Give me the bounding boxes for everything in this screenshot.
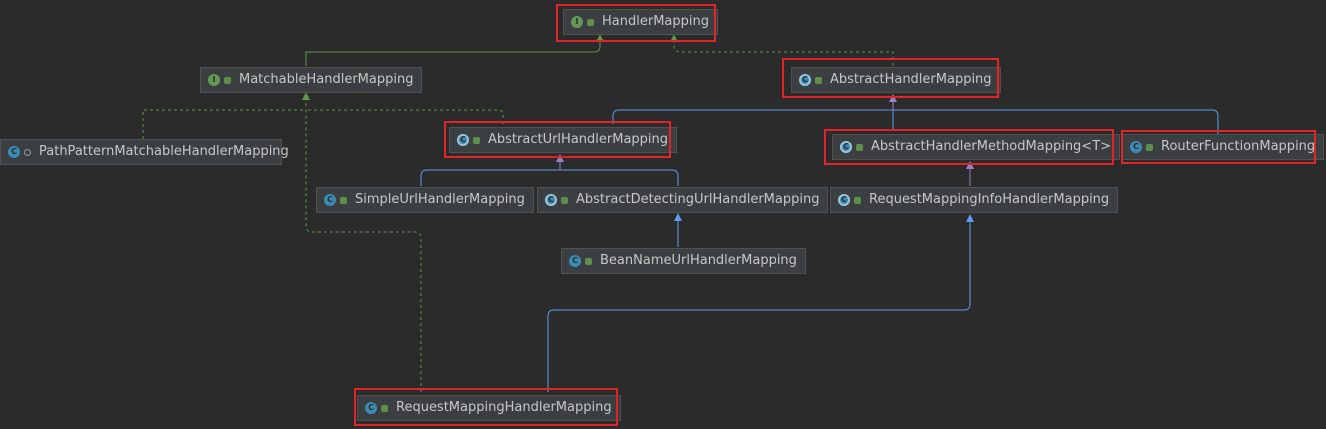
class-icon: C [569, 255, 581, 267]
node-abstract-detecting-url-handler-mapping[interactable]: C AbstractDetectingUrlHandlerMapping [537, 187, 829, 213]
node-label: RequestMappingInfoHandlerMapping [869, 192, 1110, 207]
node-abstract-handler-mapping[interactable]: C AbstractHandlerMapping [791, 67, 1001, 93]
abstract-class-icon: C [457, 134, 469, 146]
node-router-function-mapping[interactable]: C RouterFunctionMapping [1122, 134, 1325, 160]
node-label: AbstractHandlerMethodMapping<T> [871, 139, 1112, 154]
edge-requestmapping-to-matchable [302, 92, 422, 392]
class-icon: C [324, 194, 336, 206]
abstract-class-icon: C [545, 194, 557, 206]
node-label: RequestMappingHandlerMapping [396, 400, 612, 415]
node-label: BeanNameUrlHandlerMapping [600, 253, 797, 268]
interface-icon: I [208, 74, 220, 86]
public-visibility-icon [561, 196, 568, 204]
package-visibility-icon [24, 148, 31, 156]
public-visibility-icon [587, 18, 594, 26]
node-label: AbstractHandlerMapping [830, 72, 992, 87]
node-abstract-handler-method-mapping[interactable]: C AbstractHandlerMethodMapping<T> [832, 134, 1121, 160]
edge-abstracthm-to-handlermapping [670, 34, 894, 66]
public-visibility-icon [224, 76, 231, 84]
node-bean-name-url-handler-mapping[interactable]: C BeanNameUrlHandlerMapping [561, 248, 806, 274]
class-icon: C [1130, 141, 1142, 153]
node-path-pattern-matchable-handler-mapping[interactable]: C PathPatternMatchableHandlerMapping [0, 139, 289, 165]
edge-bus-abstracturl [420, 169, 679, 186]
edge-abstracturl-to-matchable [306, 109, 504, 124]
abstract-class-icon: C [840, 141, 852, 153]
edge-pathpattern-to-matchable [142, 109, 306, 139]
public-visibility-icon [856, 143, 863, 151]
node-simple-url-handler-mapping[interactable]: C SimpleUrlHandlerMapping [316, 187, 534, 213]
node-handler-mapping[interactable]: I HandlerMapping [563, 9, 718, 35]
edge-requestmapping-to-info [547, 214, 974, 392]
node-label: HandlerMapping [602, 14, 709, 29]
public-visibility-icon [585, 257, 592, 265]
node-label: RouterFunctionMapping [1161, 139, 1316, 154]
class-icon: C [365, 402, 377, 414]
public-visibility-icon [854, 196, 861, 204]
node-label: AbstractUrlHandlerMapping [488, 132, 669, 147]
edge-matchable-to-handlermapping [305, 34, 604, 66]
abstract-class-icon: C [799, 74, 811, 86]
public-visibility-icon [381, 404, 388, 412]
edge-bus-abstracthm [612, 109, 1219, 134]
public-visibility-icon [340, 196, 347, 204]
node-label: SimpleUrlHandlerMapping [355, 192, 525, 207]
abstract-class-icon: C [838, 194, 850, 206]
node-request-mapping-handler-mapping[interactable]: C RequestMappingHandlerMapping [357, 395, 621, 421]
node-abstract-url-handler-mapping[interactable]: C AbstractUrlHandlerMapping [449, 127, 678, 153]
class-icon: C [8, 146, 20, 158]
node-label: AbstractDetectingUrlHandlerMapping [576, 192, 820, 207]
node-label: PathPatternMatchableHandlerMapping [39, 144, 289, 159]
node-matchable-handler-mapping[interactable]: I MatchableHandlerMapping [200, 67, 423, 93]
public-visibility-icon [1146, 143, 1153, 151]
public-visibility-icon [815, 76, 822, 84]
interface-icon: I [571, 16, 583, 28]
node-label: MatchableHandlerMapping [239, 72, 414, 87]
node-request-mapping-info-handler-mapping[interactable]: C RequestMappingInfoHandlerMapping [830, 187, 1119, 213]
public-visibility-icon [473, 136, 480, 144]
